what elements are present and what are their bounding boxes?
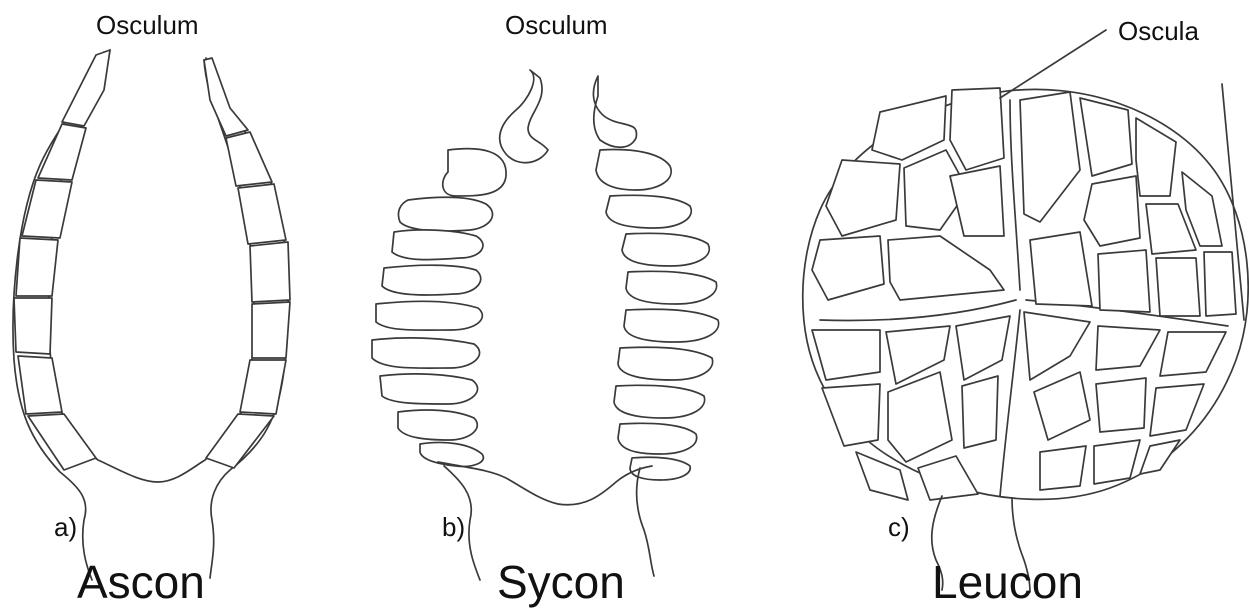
ascon-diagram: a): [13, 50, 290, 580]
sycon-stalk-right: [637, 468, 654, 576]
sycon-osculum-lip-left: [500, 70, 548, 163]
ascon-left-cells: [14, 50, 110, 470]
oscula-pointer-left: [1000, 30, 1106, 98]
ascon-right-cells: [204, 58, 290, 468]
leucon-lower-left-chambers: [812, 316, 1010, 500]
sycon-letter: b): [442, 512, 465, 542]
leucon-letter: c): [888, 512, 910, 542]
leucon-upper-right-chambers: [1020, 92, 1236, 316]
leucon-upper-left-chambers: [812, 88, 1004, 300]
leucon-diagram: c): [803, 30, 1248, 592]
leucon-channel-left: [820, 300, 1016, 320]
leucon-lower-right-chambers: [1024, 312, 1226, 490]
ascon-name: Ascon: [77, 556, 205, 608]
sycon-diagram: b): [372, 70, 719, 580]
leucon-channel-top: [1010, 100, 1020, 290]
sycon-right-canals: [596, 150, 719, 480]
sycon-left-canals: [372, 149, 506, 467]
leucon-oscula-label: Oscula: [1118, 16, 1199, 46]
sycon-name: Sycon: [497, 556, 625, 608]
ascon-letter: a): [54, 512, 77, 542]
ascon-osculum-label: Osculum: [96, 10, 199, 40]
sycon-osculum-lip-right: [593, 76, 636, 147]
sycon-osculum-label: Osculum: [505, 10, 608, 40]
leucon-name: Leucon: [932, 556, 1083, 608]
